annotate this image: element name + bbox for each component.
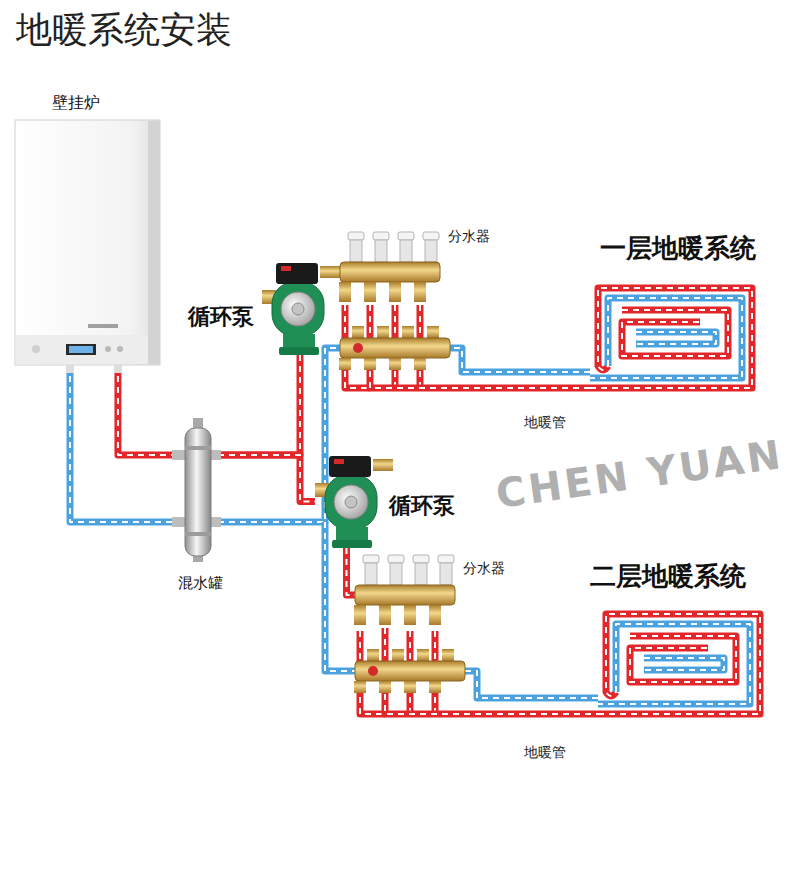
pipe-dash [590, 298, 742, 378]
return-pipe [70, 365, 178, 522]
pipe-connector-group [218, 355, 300, 455]
floor-coil [590, 288, 752, 388]
pump-picture [315, 456, 393, 548]
manifold-picture [339, 232, 440, 302]
coil-return [636, 332, 716, 344]
pump-picture [262, 263, 340, 355]
circulation-pump: 循环泵 [315, 455, 385, 548]
pipe-dash [118, 365, 178, 455]
wall-boiler [15, 120, 160, 373]
tank-fitting [172, 517, 186, 527]
circulation-pump: 循环泵 [262, 262, 332, 355]
coil-supply [630, 636, 736, 682]
supply-pipe [118, 365, 178, 455]
part-label: 分水器 [463, 560, 505, 577]
return-pipe [465, 671, 598, 698]
pipe-dash [622, 310, 728, 356]
coil-supply [622, 310, 728, 356]
boiler-logo [88, 324, 118, 328]
pipe-dash [590, 288, 752, 388]
boiler-panel [16, 335, 148, 364]
pipe-label: 地暖管 [524, 414, 566, 431]
pipe-dash [644, 658, 724, 670]
manifold-picture [354, 555, 455, 625]
return-pipe [450, 348, 590, 372]
boiler-screen [69, 346, 93, 353]
diagram-title: 地暖系统安装 [16, 8, 232, 51]
pipe-dash [598, 614, 760, 714]
coil-supply [590, 288, 752, 388]
floor-coil [598, 614, 760, 714]
boiler-knob [105, 346, 111, 352]
part-label: 分水器 [448, 228, 490, 245]
pipe-connector-group [118, 365, 178, 455]
collector-picture [339, 326, 450, 370]
pipe-connector-group [347, 548, 356, 595]
pipe-dash [218, 355, 300, 455]
section-heading: 一层地暖系统 [600, 233, 756, 264]
boiler-side [148, 121, 160, 364]
watermark: CHEN YUAN [493, 430, 786, 518]
coil-return [590, 298, 742, 378]
tank-fitting [210, 450, 221, 460]
coil-return [644, 658, 724, 670]
manifold: 分水器 [355, 548, 455, 628]
pipe-dash [218, 455, 315, 502]
part-label: 壁挂炉 [52, 93, 100, 112]
pipe-dash [70, 365, 178, 522]
tank-fitting [172, 450, 186, 460]
manifold: 分水器 [340, 225, 440, 305]
pipe-dash [630, 636, 736, 682]
tank-fitting [210, 517, 221, 527]
supply-pipe [347, 548, 356, 595]
tank-ring [185, 532, 211, 536]
pipe-dash [465, 671, 598, 698]
pipe-stub [66, 365, 74, 373]
coil-supply [598, 614, 760, 714]
pipe-dash [450, 348, 590, 372]
pipe-stub [114, 365, 122, 373]
boiler-knob [32, 345, 40, 353]
tank-ring [185, 446, 211, 450]
supply-pipe [218, 455, 315, 502]
mixing-tank: 混水罐 [178, 420, 218, 560]
floor-loop: 一层地暖系统 [590, 280, 760, 395]
return-pipes [70, 348, 598, 698]
collector-picture [354, 649, 465, 693]
part-label: 循环泵 [389, 493, 455, 519]
part-label: 混水罐 [178, 574, 223, 592]
pipe-dash [636, 332, 716, 344]
pipe-connector-group [218, 455, 315, 502]
mixing-tank-picture [172, 418, 221, 562]
floor-loop: 二层地暖系统 [598, 606, 768, 721]
boiler-knob [117, 346, 123, 352]
boiler-display [66, 344, 96, 355]
wall-boiler: 壁挂炉 [15, 120, 160, 365]
supply-pipe [218, 355, 300, 455]
pipe-dash [347, 548, 356, 595]
pipe-label: 地暖管 [524, 744, 566, 761]
boiler-body [15, 120, 160, 365]
part-label: 循环泵 [188, 304, 254, 330]
section-heading: 二层地暖系统 [590, 561, 746, 592]
tank-body [185, 428, 211, 556]
coil-return [598, 624, 750, 704]
pipe-dash [598, 624, 750, 704]
